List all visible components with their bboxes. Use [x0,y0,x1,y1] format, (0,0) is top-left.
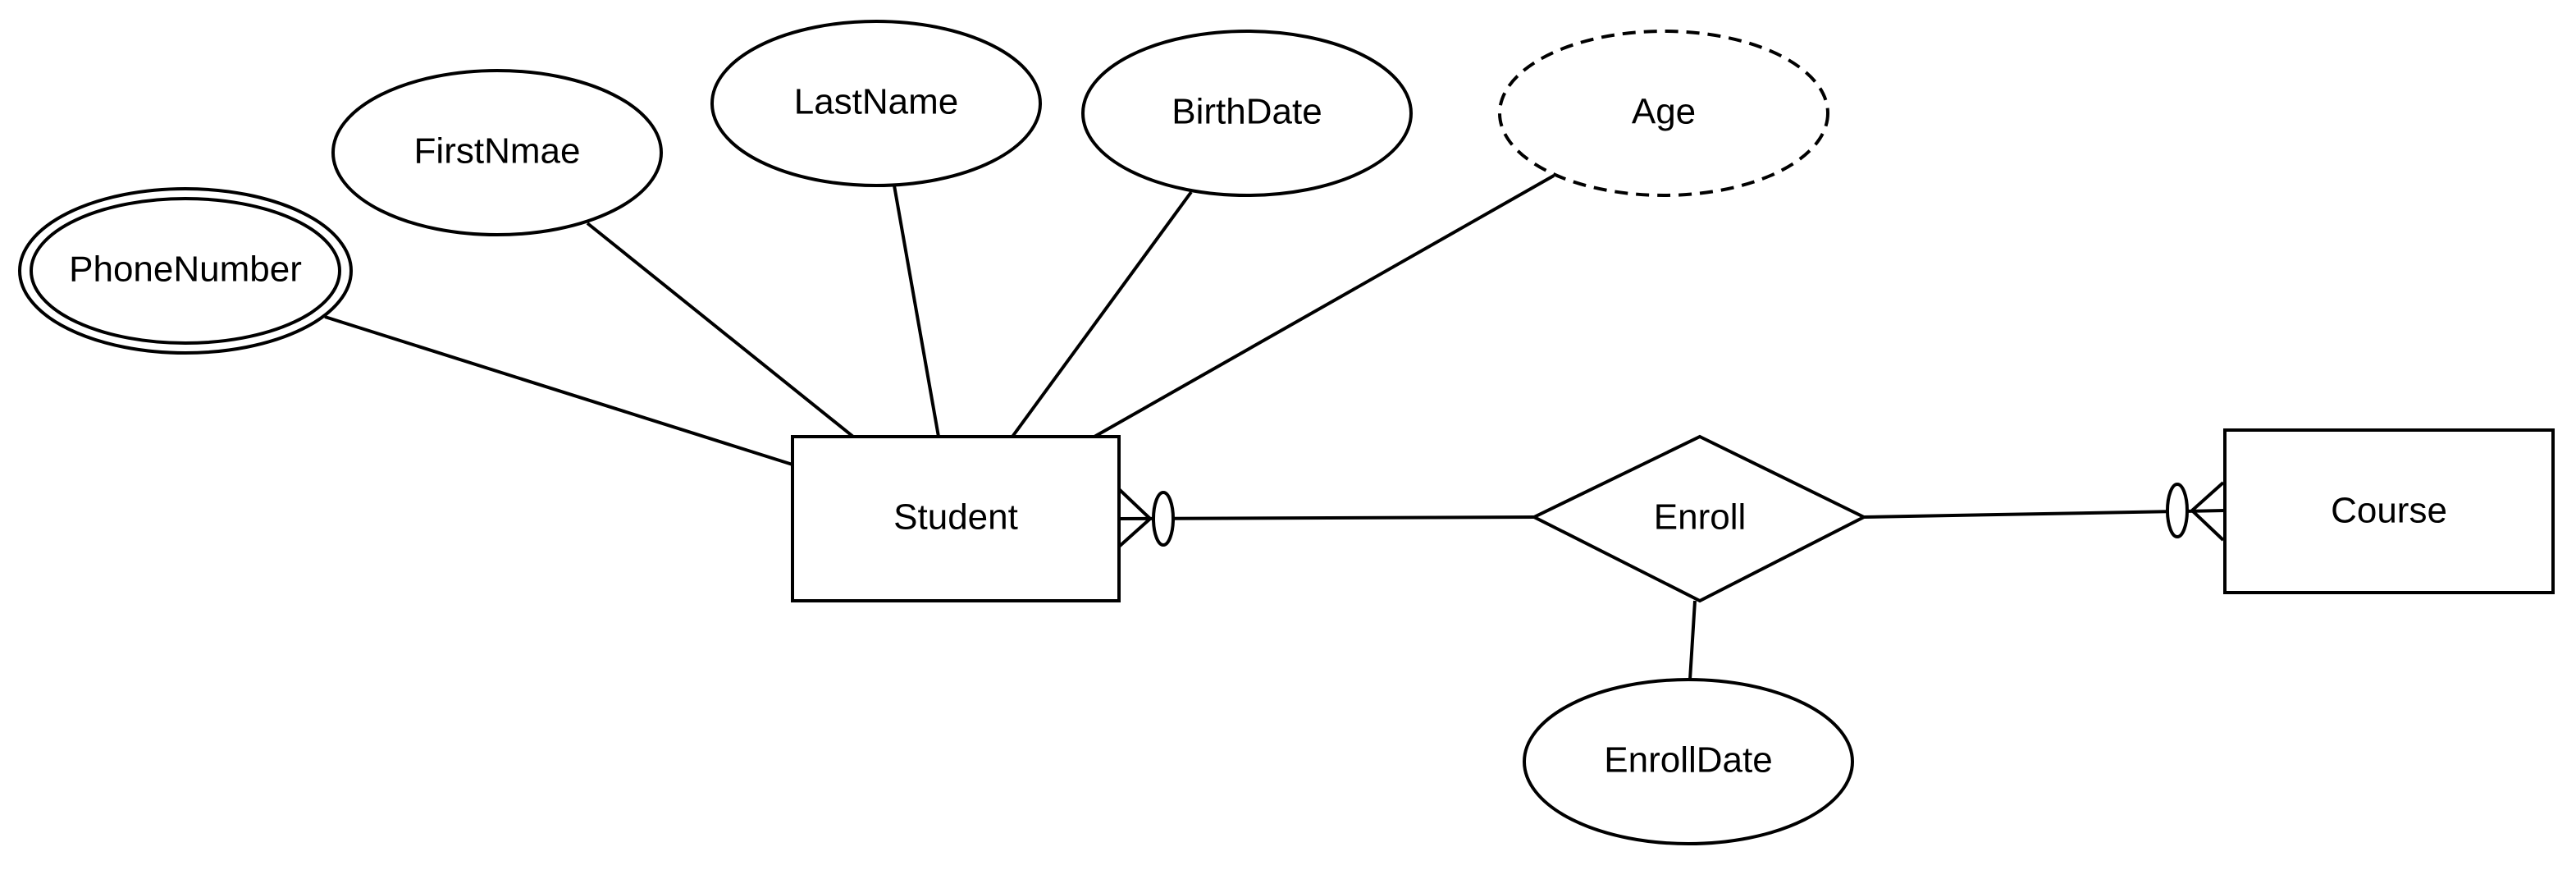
connectors [324,174,2226,680]
link-birthdate-student [1011,190,1193,438]
link-lastname-student [893,185,940,437]
cardinality-student [1117,488,1175,548]
attribute-phonenumber-label: PhoneNumber [69,250,302,290]
attribute-phonenumber[interactable]: PhoneNumber [18,187,353,355]
entity-course-label: Course [2331,491,2447,531]
link-enroll-enrolldate [1688,600,1697,680]
link-age-student [1094,174,1555,438]
derived-attribute-ellipse [1498,30,1829,197]
attribute-birthdate[interactable]: BirthDate [1081,30,1413,197]
attribute-age-label: Age [1632,92,1696,132]
relationship-enroll[interactable]: Enroll [1530,434,1868,603]
attribute-lastname[interactable]: LastName [710,20,1042,187]
attribute-enrolldate-label: EnrollDate [1604,740,1772,781]
entity-course[interactable]: Course [2223,428,2555,594]
cardinality-course [2166,481,2225,542]
attribute-firstname-label: FirstNmae [414,131,581,172]
attribute-age[interactable]: Age [1498,30,1829,197]
entity-student-label: Student [893,497,1018,538]
link-firstname-student [586,222,855,438]
attribute-birthdate-label: BirthDate [1172,92,1322,132]
crowfoot-student-upper [1117,488,1152,520]
attribute-lastname-label: LastName [794,82,959,122]
crowfoot-course-lower [2190,509,2225,542]
attribute-enrolldate[interactable]: EnrollDate [1523,678,1854,845]
multivalued-inner-ellipse [30,197,341,345]
crowfoot-course-upper [2190,481,2225,512]
optional-circle-course [2166,483,2189,538]
relationship-enroll-label: Enroll [1654,497,1747,538]
link-student-enroll [1118,515,1535,520]
link-enroll-course [1863,509,2226,519]
crowfoot-student-lower [1117,517,1152,548]
entity-student[interactable]: Student [791,435,1121,602]
optional-circle-student [1152,491,1175,547]
attribute-firstname[interactable]: FirstNmae [331,69,663,236]
link-phonenumber-student [324,315,793,466]
